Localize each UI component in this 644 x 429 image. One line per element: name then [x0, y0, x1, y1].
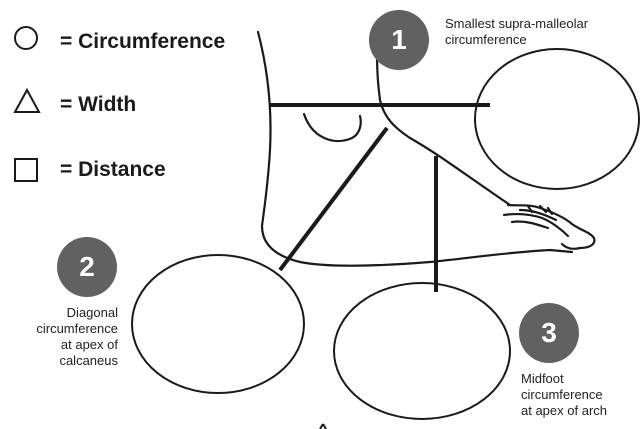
- diagonal-line: [278, 126, 389, 272]
- badge-2: [57, 237, 117, 297]
- circumference-oval-1: [474, 48, 640, 190]
- measurement-3-description: Midfoot circumference at apex of arch: [521, 371, 607, 418]
- legend-distance-label: = Distance: [60, 158, 166, 181]
- badge-2-number: 2: [79, 251, 95, 282]
- circumference-oval-2: [131, 254, 305, 394]
- circumference-oval-3: [333, 282, 511, 420]
- badge-1: [369, 10, 429, 70]
- badge-1-number: 1: [391, 24, 407, 55]
- foot-outline: [256, 30, 596, 267]
- badge-3-number: 3: [541, 317, 557, 348]
- legend-square-icon: [14, 158, 38, 182]
- measurement-1-description: Smallest supra-malleolar circumference: [445, 16, 589, 47]
- measurement-2-description: Diagonal circumference at apex of calcan…: [36, 305, 118, 368]
- legend-circle-icon: [14, 26, 38, 50]
- badge-3: [519, 303, 579, 363]
- legend-circumference-label: = Circumference: [60, 30, 226, 53]
- legend-triangle-icon: [13, 87, 41, 113]
- arrow-up-icon: [319, 423, 327, 429]
- legend-width-label: = Width: [60, 93, 137, 116]
